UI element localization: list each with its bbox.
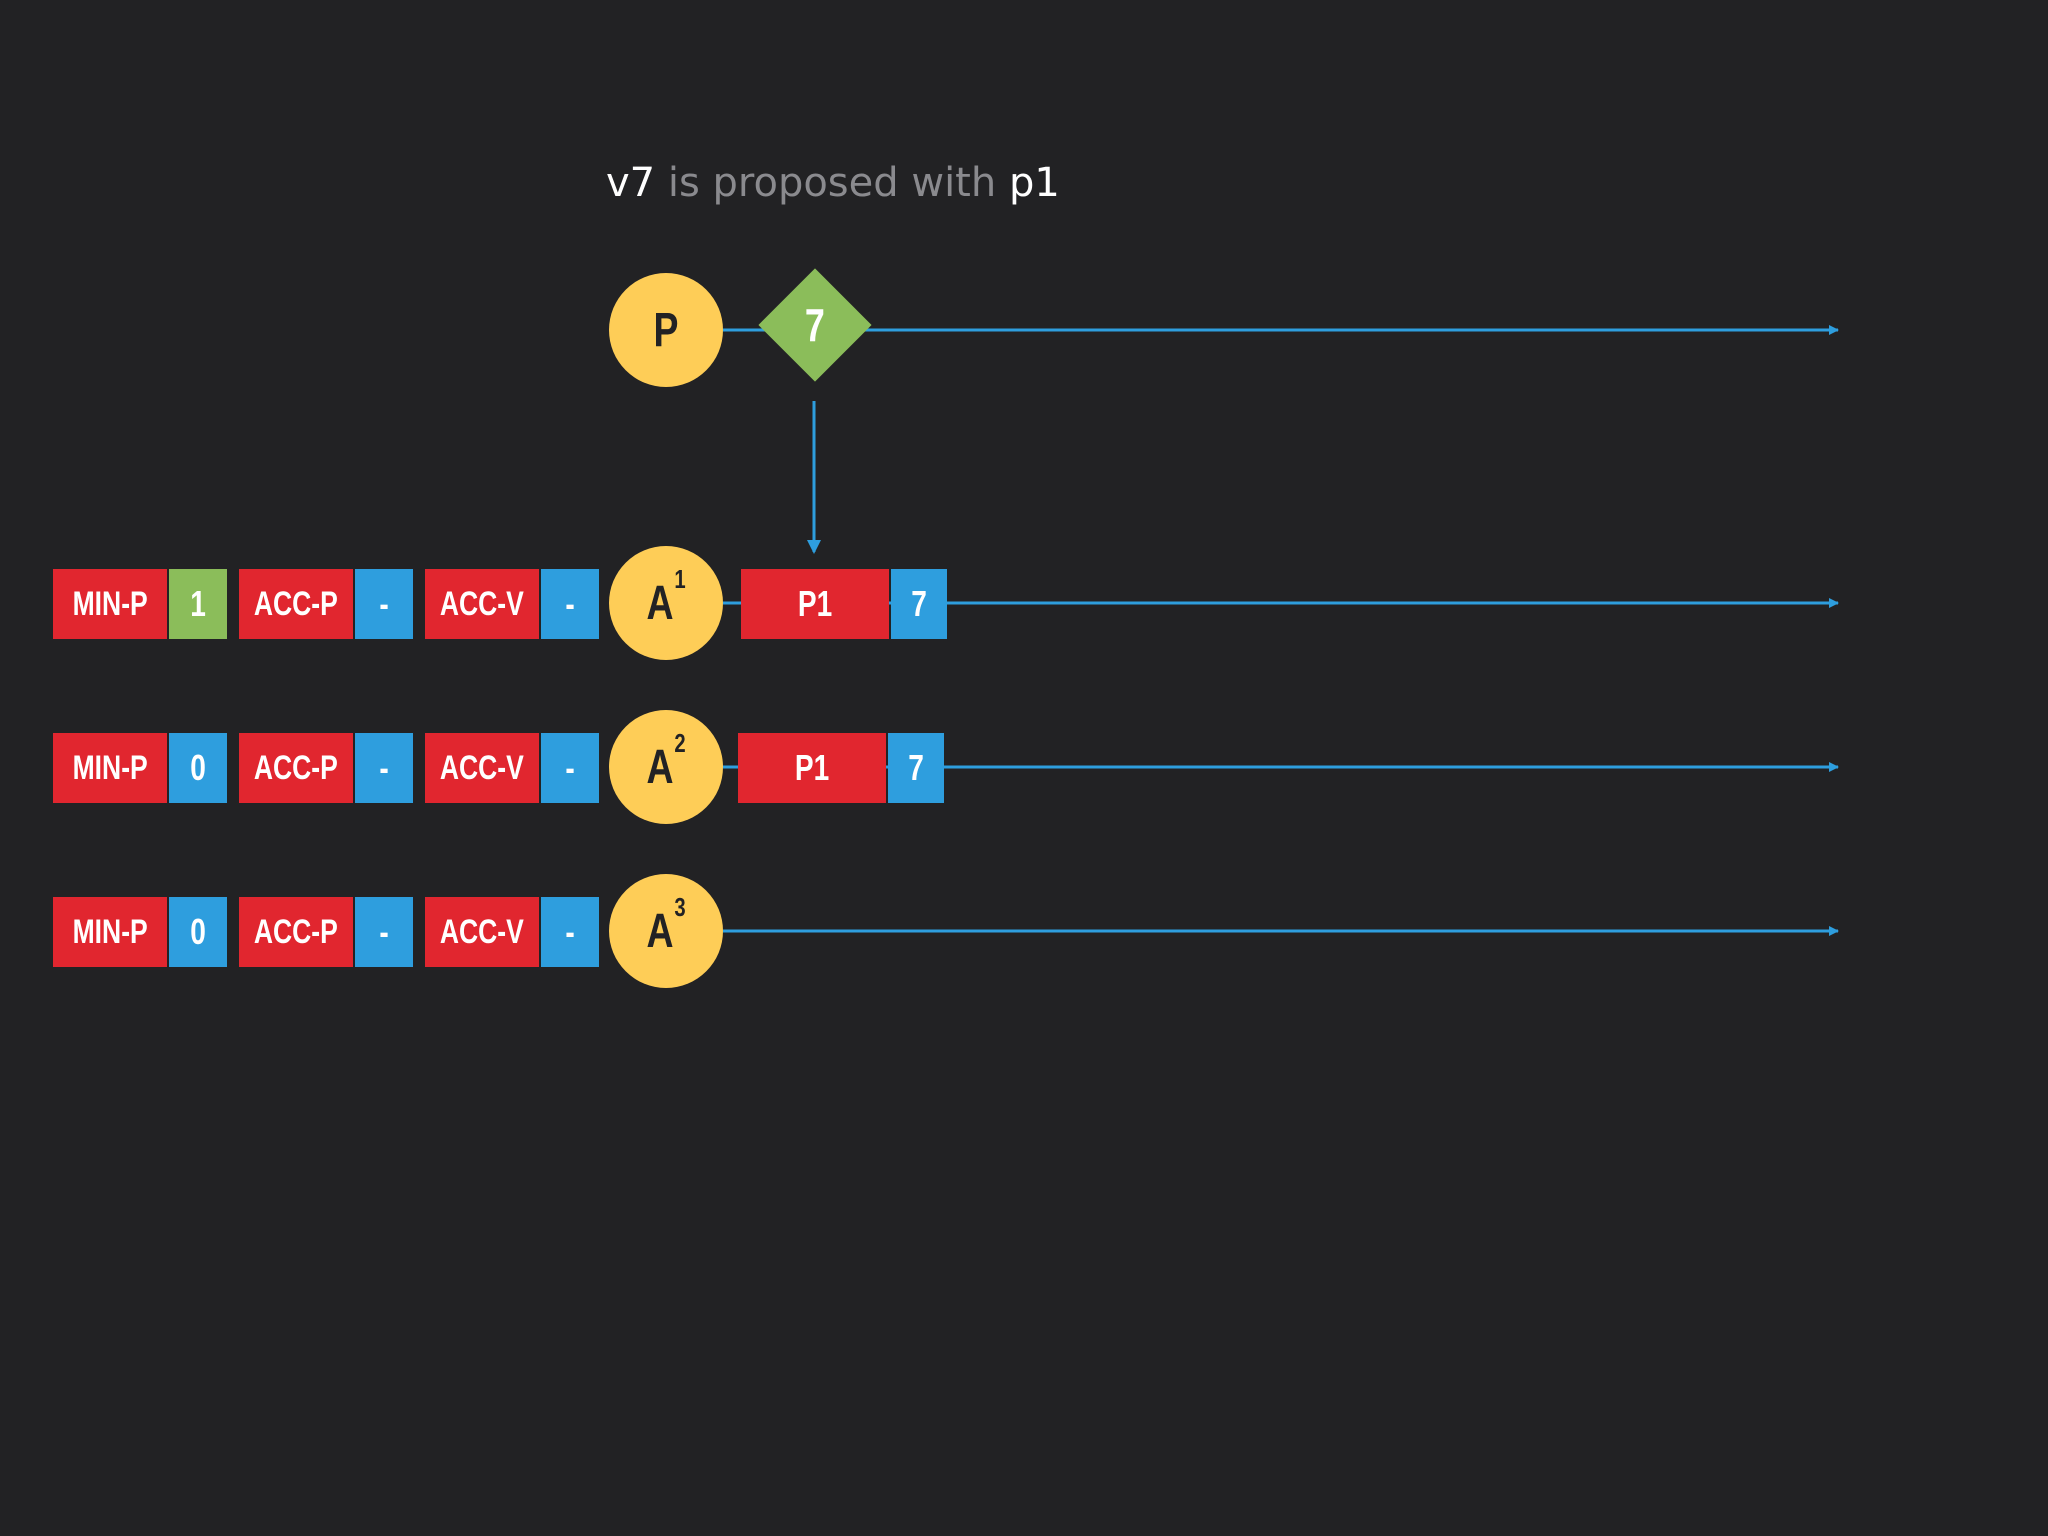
acceptor-1-message: P1 7 [741, 569, 947, 639]
min-p-value-box: 0 [169, 897, 227, 967]
acceptor-3-label: A [646, 904, 674, 958]
min-p-value: 0 [190, 911, 206, 952]
message-value: 7 [908, 747, 924, 788]
acceptor-3-index: 3 [674, 891, 686, 922]
caption: v7 is proposed with p1 [606, 160, 1060, 206]
acceptor-2-min-p: MIN-P 0 [53, 733, 227, 803]
acc-p-value: - [379, 747, 389, 788]
acc-p-label: ACC-P [254, 584, 338, 623]
acc-v-label: ACC-V [440, 584, 524, 623]
acc-v-label: ACC-V [440, 748, 524, 787]
acceptor-3-node: A3 [609, 874, 723, 988]
acceptor-3-acc-p: ACC-P - [239, 897, 413, 967]
acceptor-2-message: P1 7 [738, 733, 944, 803]
acc-p-label: ACC-P [254, 748, 338, 787]
acc-p-label: ACC-P [254, 912, 338, 951]
proposer-node: P [609, 273, 723, 387]
min-p-value-box: 0 [169, 733, 227, 803]
proposal-value: 7 [805, 299, 825, 351]
caption-value: v7 [606, 160, 656, 206]
message-value: 7 [911, 583, 927, 624]
acceptor-1-min-p: MIN-P 1 [53, 569, 227, 639]
acceptor-1-acc-p: ACC-P - [239, 569, 413, 639]
acceptor-2-label: A [646, 740, 674, 794]
acc-v-value: - [565, 747, 575, 788]
min-p-label: MIN-P [72, 912, 148, 951]
acceptor-1-index: 1 [674, 563, 686, 594]
acceptor-2-acc-p: ACC-P - [239, 733, 413, 803]
acc-p-value: - [379, 583, 389, 624]
acceptor-2-acc-v: ACC-V - [425, 733, 599, 803]
message-proposal: P1 [794, 747, 830, 788]
acc-v-value: - [565, 583, 575, 624]
acceptor-1-label: A [646, 576, 674, 630]
message-proposal: P1 [797, 583, 833, 624]
proposer-label: P [653, 303, 679, 357]
acceptor-3-acc-v: ACC-V - [425, 897, 599, 967]
min-p-label: MIN-P [72, 584, 148, 623]
acceptor-3-min-p: MIN-P 0 [53, 897, 227, 967]
caption-middle: is proposed with [655, 160, 1009, 206]
acc-v-value: - [565, 911, 575, 952]
acceptor-1-node: A1 [609, 546, 723, 660]
acc-p-value: - [379, 911, 389, 952]
acceptor-2-node: A2 [609, 710, 723, 824]
min-p-value: 0 [190, 747, 206, 788]
min-p-label: MIN-P [72, 748, 148, 787]
min-p-value: 1 [190, 583, 206, 624]
caption-proposal: p1 [1008, 160, 1060, 206]
acceptor-2-index: 2 [674, 727, 686, 758]
acc-v-label: ACC-V [440, 912, 524, 951]
acceptor-1-acc-v: ACC-V - [425, 569, 599, 639]
min-p-value-box: 1 [169, 569, 227, 639]
